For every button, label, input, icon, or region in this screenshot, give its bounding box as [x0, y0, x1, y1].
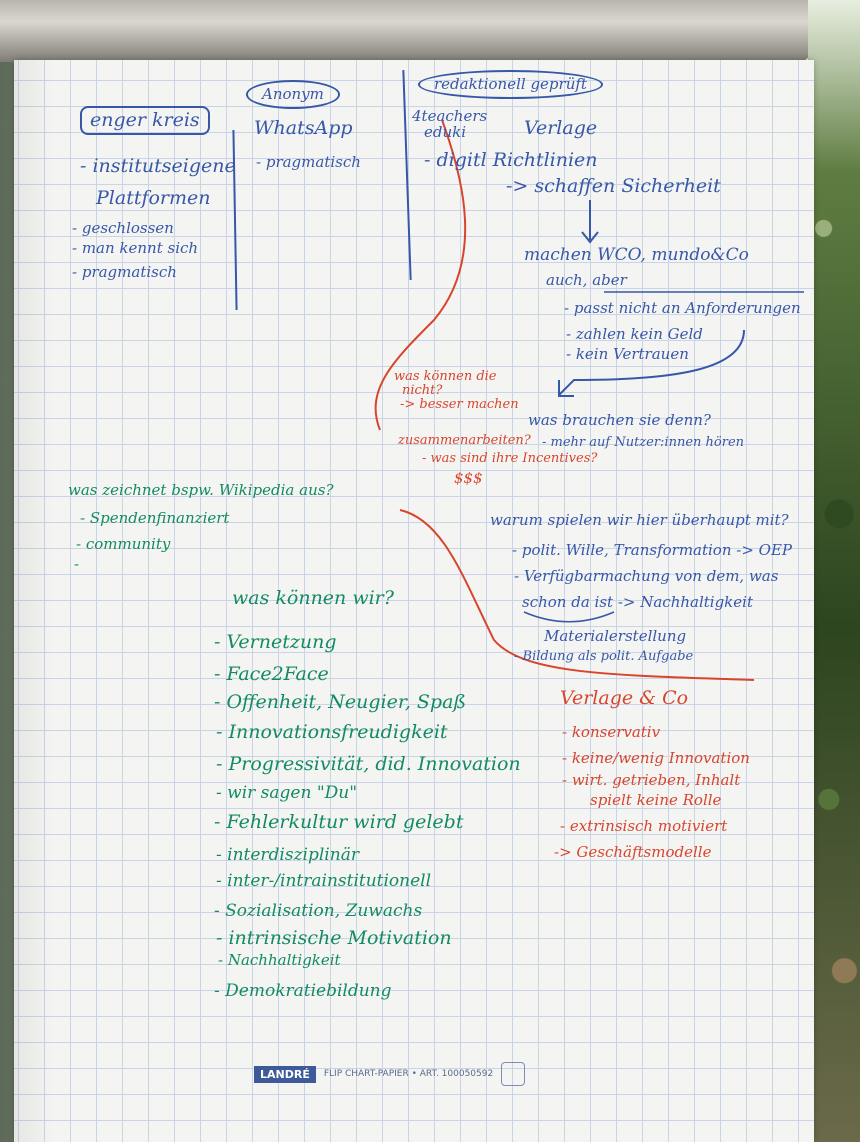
note-spendenfinanziert: - Spendenfinanziert: [80, 509, 230, 527]
note-vernetzung: - Vernetzung: [214, 631, 337, 653]
connector-lines: [374, 119, 804, 681]
note-community: - community: [76, 535, 171, 553]
heading-wikipedia: was zeichnet bspw. Wikipedia aus?: [68, 481, 334, 499]
note-verlage-blue: Verlage: [524, 117, 598, 139]
note-materialerstellung: Materialerstellung: [544, 627, 687, 645]
heading-whatsapp: WhatsApp: [254, 117, 353, 139]
note-nutzer-hoeren: - mehr auf Nutzer:innen hören: [542, 435, 745, 450]
note-besser-machen: -> besser machen: [400, 397, 519, 412]
note-wir-sagen-du: - wir sagen "Du": [216, 783, 358, 803]
note-wco-mundo: machen WCO, mundo&Co: [524, 245, 749, 265]
note-wirt-getrieben: - wirt. getrieben, Inhalt: [562, 771, 741, 789]
note-progressivitaet: - Progressivität, did. Innovation: [216, 753, 521, 775]
note-4teachers: 4teachers: [412, 107, 488, 125]
note-interdisziplinaer: - interdisziplinär: [216, 845, 359, 865]
tag-anonym: Anonym: [246, 80, 340, 109]
note-extrinsisch: - extrinsisch motiviert: [560, 817, 728, 835]
note-geschaeftsmodelle: -> Geschäftsmodelle: [554, 843, 712, 861]
note-keine-rolle: spielt keine Rolle: [590, 791, 722, 809]
note-polit-wille: - polit. Wille, Transformation -> OEP: [512, 541, 793, 559]
note-plattformen: Plattformen: [96, 187, 211, 209]
note-empty-dash: -: [74, 555, 80, 573]
note-dollar: $$$: [454, 469, 483, 487]
note-man-kennt-sich: - man kennt sich: [72, 239, 199, 257]
note-pragmatisch-2: - pragmatisch: [256, 153, 361, 171]
note-verfuegbarmachung: - Verfügbarmachung von dem, was: [514, 567, 779, 585]
note-intrinsische-motivation: - intrinsische Motivation: [216, 927, 452, 949]
note-konservativ: - konservativ: [562, 723, 661, 741]
note-kein-geld: - zahlen kein Geld: [566, 325, 703, 343]
flipchart-clamp-bar: [0, 0, 812, 62]
note-fehlerkultur: - Fehlerkultur wird gelebt: [214, 811, 464, 833]
note-was-koennen-die: was können die: [394, 369, 497, 384]
note-institutionell: - inter-/intrainstitutionell: [216, 871, 432, 891]
note-nicht: nicht?: [402, 383, 443, 398]
note-offenheit: - Offenheit, Neugier, Spaß: [214, 691, 467, 713]
note-anforderungen: - passt nicht an Anforderungen: [564, 299, 801, 317]
background-foliage: [808, 0, 860, 1142]
note-richtlinien: - digitl Richtlinien: [424, 149, 598, 171]
footer-text: FLIP CHART-PAPIER • ART. 100050592: [323, 1069, 494, 1079]
note-sicherheit: -> schaffen Sicherheit: [506, 175, 721, 197]
certification-seal-icon: [501, 1062, 526, 1086]
note-keine-innovation: - keine/wenig Innovation: [562, 749, 750, 767]
note-face2face: - Face2Face: [214, 663, 329, 685]
note-innovationsfreudigkeit: - Innovationsfreudigkeit: [216, 721, 448, 743]
note-pragmatisch-1: - pragmatisch: [72, 263, 177, 281]
note-geschlossen: - geschlossen: [72, 219, 174, 237]
heading-was-koennen-wir: was können wir?: [232, 587, 394, 609]
note-nachhaltigkeit-blue: schon da ist -> Nachhaltigkeit: [522, 593, 753, 611]
paper-footer: LANDRÉ FLIP CHART-PAPIER • ART. 10005059…: [254, 1062, 526, 1086]
note-incentives: - was sind ihre Incentives?: [422, 451, 598, 466]
note-zusammenarbeiten: zusammenarbeiten?: [398, 433, 531, 448]
note-bildung-polit: - Bildung als polit. Aufgabe: [514, 649, 694, 664]
note-auch-aber: auch, aber: [546, 271, 627, 289]
flipchart-paper: enger kreis - institutseigene Plattforme…: [14, 60, 814, 1142]
note-nachhaltigkeit-green: - Nachhaltigkeit: [218, 951, 341, 969]
note-demokratiebildung: - Demokratiebildung: [214, 981, 392, 1001]
tag-redaktionell: redaktionell geprüft: [418, 70, 603, 99]
heading-enger-kreis: enger kreis: [80, 106, 210, 135]
note-kein-vertrauen: - kein Vertrauen: [566, 345, 689, 363]
note-eduki: eduki: [424, 123, 467, 141]
note-institutseigene: - institutseigene: [80, 155, 236, 177]
note-was-brauchen: was brauchen sie denn?: [528, 411, 711, 429]
heading-warum-spielen: warum spielen wir hier überhaupt mit?: [490, 511, 789, 529]
brand-logo: LANDRÉ: [254, 1065, 316, 1083]
note-sozialisation: - Sozialisation, Zuwachs: [214, 901, 423, 921]
heading-verlage-co: Verlage & Co: [560, 687, 689, 709]
